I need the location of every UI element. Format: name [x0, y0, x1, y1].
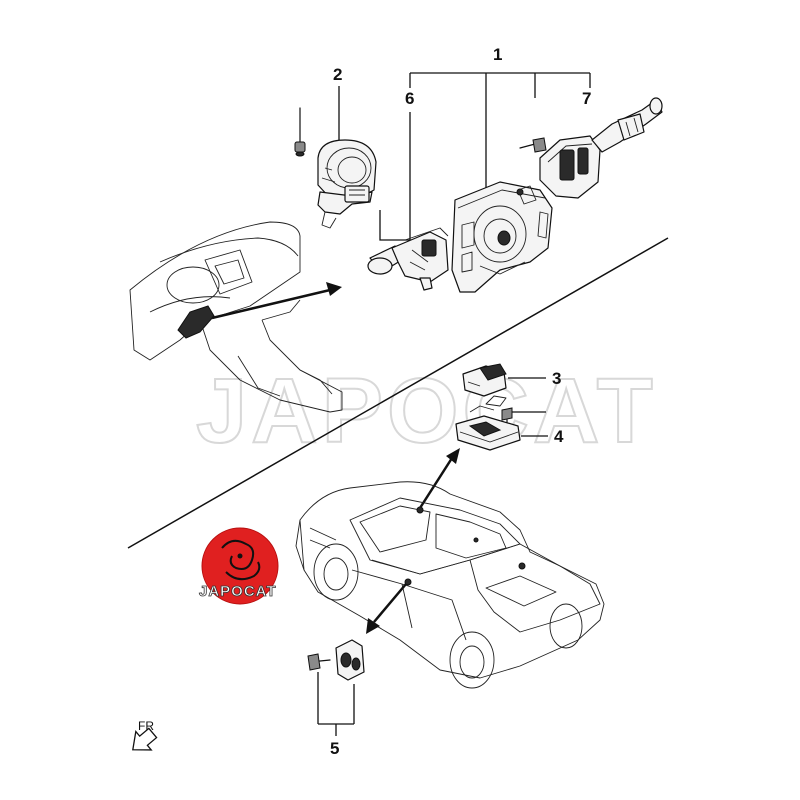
screw-part-7 [519, 137, 547, 153]
callout-3: 3 [552, 369, 561, 388]
pickup-truck-illustration [295, 481, 605, 689]
callout-1: 1 [493, 45, 502, 64]
callout-7: 7 [582, 89, 591, 108]
courtesy-switch-part-3 [462, 363, 507, 397]
orientation-label: FR [138, 719, 154, 733]
arrow-head-icon [366, 618, 380, 634]
divider-line [127, 237, 669, 549]
lamp-pointer-arrow [418, 457, 454, 509]
callout-5-bracket [317, 672, 355, 736]
arrow-head-icon [446, 448, 460, 464]
japocat-logo: JAPOCAT [199, 527, 279, 605]
callout-5: 5 [330, 739, 339, 758]
callout-1-bracket [409, 72, 591, 195]
combination-switch-body [451, 181, 553, 293]
forward-arrow-icon [132, 727, 158, 751]
clock-spring-part [294, 107, 377, 229]
callout-4: 4 [554, 427, 564, 446]
logo-text: JAPOCAT [199, 583, 277, 600]
wiper-switch-part [539, 97, 663, 199]
dashboard-pointer-arrow [211, 288, 331, 320]
watermark-text: JAPOCAT [196, 360, 657, 462]
callout-2: 2 [333, 65, 342, 84]
bracket-clip [469, 395, 507, 413]
lighting-switch-part [367, 227, 449, 291]
callout-6: 6 [405, 89, 414, 108]
callout-6-leader [379, 112, 411, 241]
arrow-head-icon [326, 282, 342, 296]
dashboard-illustration [129, 221, 343, 413]
door-switch-pointer-arrow [373, 583, 407, 623]
screw-part-4 [501, 407, 546, 431]
door-switch-part-5 [307, 639, 365, 681]
room-lamp-part-4 [455, 415, 521, 451]
